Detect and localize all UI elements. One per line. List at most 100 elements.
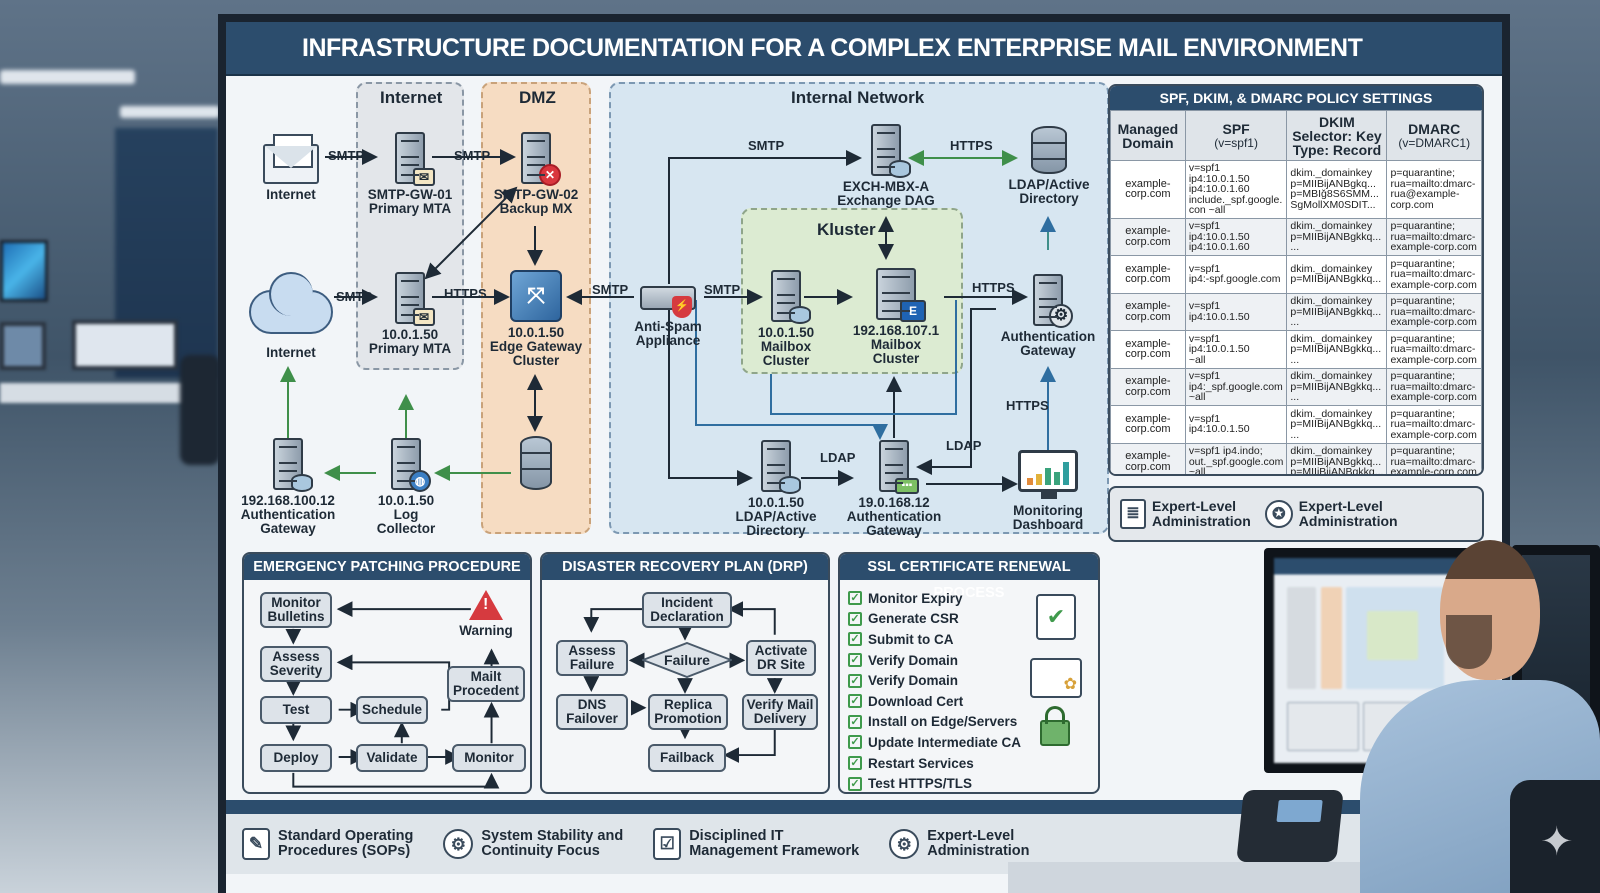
globe-icon: ◍ — [409, 470, 431, 492]
node-exch-mbx-a[interactable]: EXCH-MBX-A Exchange DAG — [831, 124, 941, 208]
checkbox-checked-icon[interactable]: ✓ — [848, 591, 862, 606]
table-header-row: Managed Domain SPF(v=spf1) DKIM Selector… — [1110, 110, 1482, 161]
sparkle-icon: ✦ — [1540, 820, 1574, 864]
step-replica-promotion[interactable]: Replica Promotion — [648, 694, 728, 730]
checklist-item[interactable]: ✓ Verify Domain — [848, 670, 1021, 691]
node-log-collector[interactable]: ◍ 10.0.1.50 Log Collector — [366, 438, 446, 536]
step-schedule[interactable]: Schedule — [356, 696, 428, 724]
background-monitor — [0, 322, 46, 370]
database-icon — [520, 436, 552, 490]
step-activate-dr-site[interactable]: Activate DR Site — [746, 640, 816, 676]
server-icon: ⚙ — [1033, 274, 1073, 328]
page-title: INFRASTRUCTURE DOCUMENTATION FOR A COMPL… — [226, 22, 1502, 76]
checkbox-checked-icon[interactable]: ✓ — [848, 632, 862, 647]
step-assess-failure[interactable]: Assess Failure — [556, 640, 628, 676]
step-deploy[interactable]: Deploy — [260, 744, 332, 772]
checklist-item[interactable]: ✓Verify Domain — [848, 650, 1021, 671]
step-monitor-bulletins[interactable]: Monitor Bulletins — [260, 592, 332, 628]
envelope-icon — [263, 134, 319, 184]
protocol-label: HTTPS — [1006, 398, 1049, 413]
checklist-item[interactable]: ✓ Generate CSR — [848, 609, 1021, 630]
checkbox-checked-icon[interactable]: ✓ — [848, 694, 862, 709]
node-mailbox-cluster-a[interactable]: 10.0.1.50 Mailbox Cluster — [751, 270, 821, 368]
spf-cell: v=spf1 ip4:10.0.1.50 ip4:10.0.1.60 — [1184, 217, 1288, 256]
spf-cell: v=spf1 ip4:10.0.1.50 — [1184, 292, 1288, 331]
node-dmz-storage[interactable] — [519, 436, 553, 494]
checklist-label: Monitor Expiry — [868, 590, 963, 606]
checklist-label: Update Intermediate CA — [868, 734, 1022, 750]
spf-cell: v=spf1 ip4:_spf.google.com ~all — [1184, 367, 1288, 406]
server-icon: ✉ — [395, 132, 435, 186]
shield-icon: ⚡ — [672, 296, 692, 318]
office-chair — [1510, 780, 1600, 893]
checkbox-checked-icon[interactable]: ✓ — [848, 776, 862, 791]
server-icon: ✕ — [521, 132, 561, 186]
protocol-label: SMTP — [454, 148, 491, 163]
node-internet-cloud[interactable]: Internet — [246, 272, 336, 360]
desk-phone — [1236, 790, 1344, 862]
checkbox-checked-icon[interactable]: ✓ — [848, 756, 862, 771]
checkbox-checked-icon[interactable]: ✓ — [848, 714, 862, 729]
ssl-renewal-panel: SSL CERTIFICATE RENEWAL PROCESS ✓Monitor… — [838, 552, 1100, 794]
clipboard-check-icon: ✔ — [1036, 594, 1076, 640]
node-anti-spam-appliance[interactable]: ⚡ Anti-Spam Appliance — [630, 274, 706, 348]
node-monitoring-dashboard[interactable]: Monitoring Dashboard — [1006, 450, 1090, 532]
dmarc-cell: p=quarantine; rua=mailto:dmarc- example-… — [1386, 217, 1482, 256]
mail-icon: ✉ — [413, 308, 435, 326]
node-edge-gateway-cluster[interactable]: ⤧ 10.0.1.50 Edge Gateway Cluster — [481, 270, 591, 368]
panel-title: DISASTER RECOVERY PLAN (DRP) — [542, 554, 828, 580]
node-primary-mta[interactable]: ✉ 10.0.1.50 Primary MTA — [356, 272, 464, 356]
database-icon — [889, 160, 911, 178]
node-smtp-gw-01[interactable]: ✉ SMTP-GW-01 Primary MTA — [356, 132, 464, 216]
checklist-item[interactable]: ✓ Restart Services — [848, 753, 1021, 774]
node-ldap-active-directory-top[interactable]: LDAP/Active Directory — [1001, 126, 1097, 206]
ssl-checklist: ✓ Monitor Expiry ✓ Generate CSR ✓Submit to C… — [848, 588, 1021, 792]
step-mailt-procedent[interactable]: Mailt Procedent — [447, 666, 525, 702]
step-failback[interactable]: Failback — [648, 744, 726, 772]
footer-divider — [226, 800, 1502, 814]
checkbox-checked-icon[interactable]: ✓ — [848, 735, 862, 750]
step-test[interactable]: Test — [260, 696, 332, 724]
node-mailbox-cluster-b[interactable]: E 192.168.107.1 Mailbox Cluster — [846, 268, 946, 366]
node-internet-mail[interactable]: Internet — [258, 130, 324, 202]
server-icon: ▪▪▪ — [879, 440, 919, 494]
node-auth-gateway-left[interactable]: 192.168.100.12 Authentication Gateway — [238, 438, 338, 536]
checklist-label: Restart Services — [868, 755, 974, 771]
node-authentication-gateway-bottom[interactable]: ▪▪▪ 19.0.168.12 Authentication Gateway — [842, 440, 946, 538]
checkbox-checked-icon[interactable]: ✓ — [848, 611, 862, 626]
step-verify-mail-delivery[interactable]: Verify Mail Delivery — [742, 694, 818, 730]
protocol-label: SMTP — [328, 148, 365, 163]
checkbox-checked-icon[interactable]: ✓ — [848, 653, 862, 668]
step-validate[interactable]: Validate — [356, 744, 428, 772]
checklist-item[interactable]: ✓Submit to CA — [848, 629, 1021, 650]
ceiling-light — [120, 106, 220, 118]
node-ldap-active-directory-bottom[interactable]: 10.0.1.50 LDAP/Active Directory — [731, 440, 821, 538]
mail-icon: ✉ — [413, 168, 435, 186]
checklist-item[interactable]: ✓ Update Intermediate CA — [848, 732, 1021, 753]
checklist-item[interactable]: ✓Test HTTPS/TLS — [848, 773, 1021, 792]
database-icon — [291, 474, 313, 492]
certificate-icon: ✿ — [1030, 658, 1082, 698]
checklist-item[interactable]: ✓ Monitor Expiry — [848, 588, 1021, 609]
dkim-cell: dkim._domainkey p=MIIBijANBgkkq... ... — [1286, 217, 1388, 256]
decision-failure[interactable]: Failure — [642, 642, 732, 678]
step-monitor[interactable]: Monitor — [452, 744, 526, 772]
protocol-label: SMTP — [592, 282, 629, 297]
step-assess-severity[interactable]: Assess Severity — [260, 646, 332, 682]
document-check-icon: ≣ — [1120, 499, 1146, 529]
spf-cell: v=spf1 ip4.indo; out._spf.google.com ~al… — [1184, 442, 1288, 474]
node-smtp-gw-02[interactable]: ✕ SMTP-GW-02 Backup MX — [481, 132, 591, 216]
checklist-label: Verify Domain — [868, 673, 959, 689]
step-dns-failover[interactable]: DNS Failover — [556, 694, 628, 730]
checkbox-checked-icon[interactable]: ✓ — [848, 673, 862, 688]
node-authentication-gateway-right[interactable]: ⚙ Authentication Gateway — [996, 274, 1100, 358]
checklist-item[interactable]: ✓Install on Edge/Servers — [848, 712, 1021, 733]
checklist-item[interactable]: ✓Download Cert — [848, 691, 1021, 712]
step-incident-declaration[interactable]: Incident Declaration — [642, 592, 732, 628]
checklist-label: Generate CSR — [868, 611, 959, 627]
